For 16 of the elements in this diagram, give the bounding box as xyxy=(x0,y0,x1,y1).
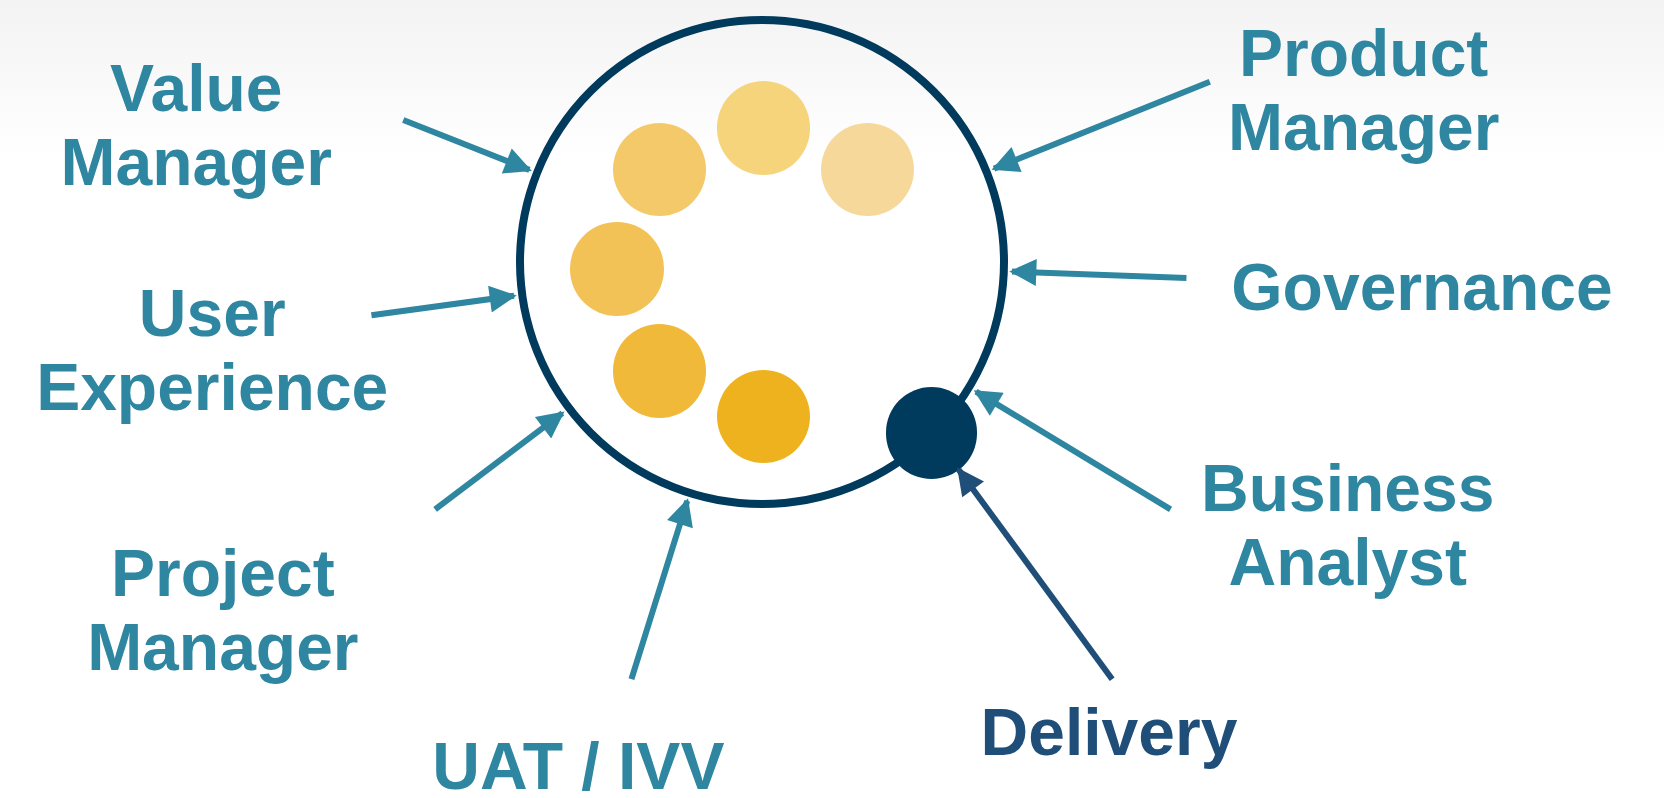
arrow xyxy=(991,78,1211,173)
arrow xyxy=(371,285,517,319)
role-label: UAT / IVV xyxy=(398,729,759,798)
arrow xyxy=(1009,258,1187,286)
role-label: Value Manager xyxy=(46,51,347,200)
role-label: Product Manager xyxy=(1193,16,1534,165)
role-label: Business Analyst xyxy=(1177,451,1518,600)
role-label: Project Manager xyxy=(62,536,383,685)
role-label: Governance xyxy=(1212,249,1633,324)
role-label: Delivery xyxy=(948,695,1269,770)
arrow xyxy=(973,389,1173,512)
role-label: User Experience xyxy=(12,276,413,425)
arrow xyxy=(433,410,565,512)
arrow xyxy=(628,498,693,681)
arrow xyxy=(956,467,1115,681)
arrow xyxy=(402,117,532,174)
